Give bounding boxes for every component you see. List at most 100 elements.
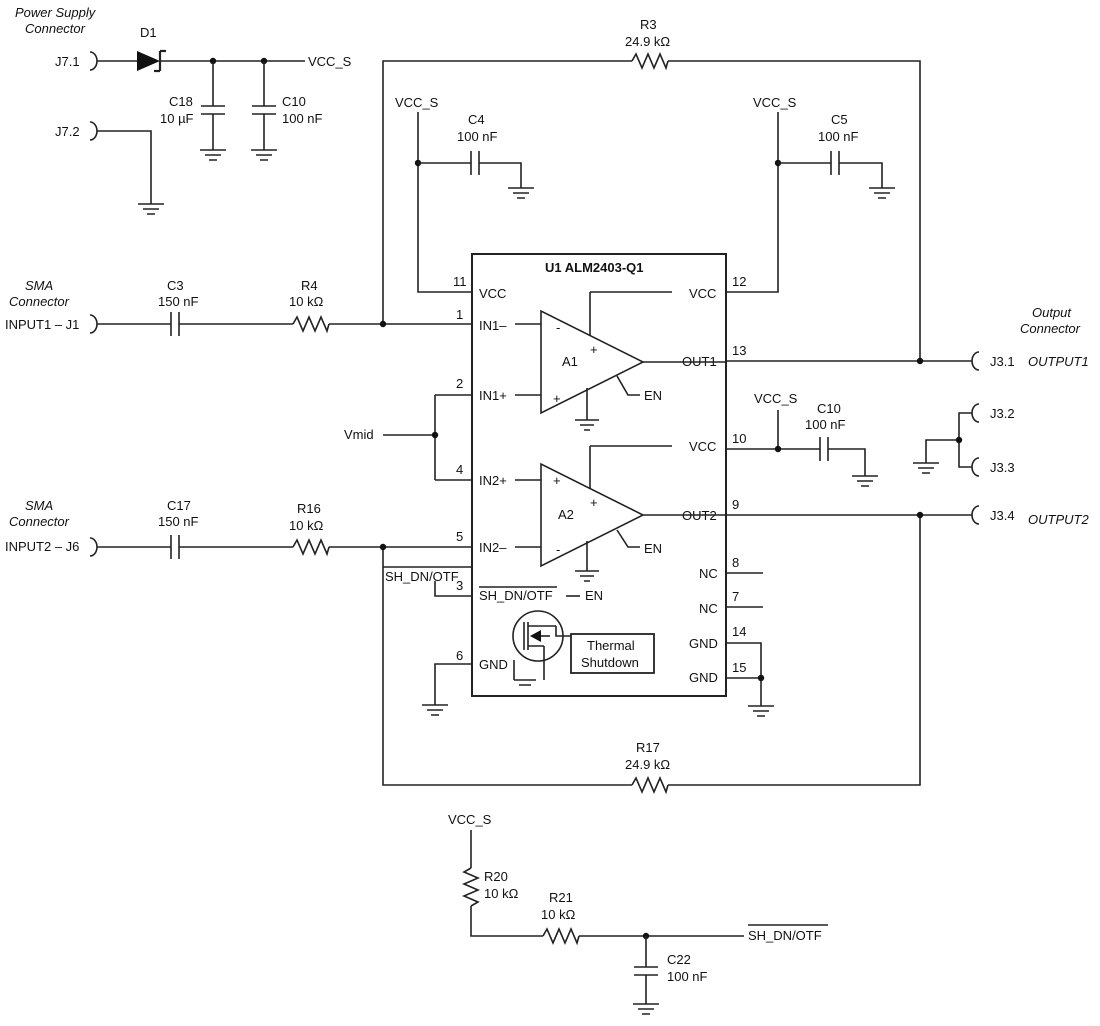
power-connector-title-2: Connector bbox=[25, 21, 86, 36]
j7-1-connector bbox=[89, 51, 98, 71]
c22-ref: C22 bbox=[667, 952, 691, 967]
input1-connector-title-2: Connector bbox=[9, 294, 70, 309]
a1-en-wire bbox=[616, 375, 640, 396]
r4-value: 10 kΩ bbox=[289, 294, 324, 309]
a2-supply-plus-sign: + bbox=[590, 495, 598, 510]
r17-wire-left bbox=[382, 547, 632, 786]
thermal-label-1: Thermal bbox=[587, 638, 635, 653]
nc-pin-wires bbox=[726, 572, 763, 608]
a1-vcc-wire bbox=[589, 291, 672, 336]
pin-number: 2 bbox=[456, 376, 463, 391]
vcc-s-net-label: VCC_S bbox=[395, 95, 439, 110]
pin-number: 4 bbox=[456, 462, 463, 477]
pin-number: 13 bbox=[732, 343, 746, 358]
c10-ref: C10 bbox=[817, 401, 841, 416]
ic-body bbox=[471, 253, 727, 697]
pin-name-gnd: GND bbox=[479, 657, 508, 672]
c18-value: 10 µF bbox=[160, 111, 194, 126]
ic-u1: U1 ALM2403-Q1 VCC IN1– IN1+ IN2+ IN2– SH… bbox=[453, 253, 746, 697]
pin-name-gnd: GND bbox=[689, 670, 718, 685]
power-connector-title-1: Power Supply bbox=[15, 5, 97, 20]
pin-number: 9 bbox=[732, 497, 739, 512]
r17-wire-right bbox=[668, 515, 921, 786]
c5-capacitor bbox=[778, 151, 883, 188]
a1-en-label: EN bbox=[644, 388, 662, 403]
pin-number: 6 bbox=[456, 648, 463, 663]
c4-ref: C4 bbox=[468, 112, 485, 127]
a2-vcc-wire bbox=[589, 445, 672, 489]
mosfet-arrow-icon bbox=[530, 630, 541, 642]
c10-value: 100 nF bbox=[282, 111, 323, 126]
r20-ref: R20 bbox=[484, 869, 508, 884]
input2-section: SMA Connector INPUT2 – J6 C17 150 nF R16… bbox=[5, 498, 472, 559]
output1-label: OUTPUT1 bbox=[1028, 354, 1089, 369]
r3-value: 24.9 kΩ bbox=[625, 34, 670, 49]
pin11-vcc-wire bbox=[417, 112, 472, 293]
pin-number: 7 bbox=[732, 589, 739, 604]
pin-name-nc: NC bbox=[699, 566, 718, 581]
output-connector-title-2: Connector bbox=[1020, 321, 1081, 336]
a1-label: A1 bbox=[562, 354, 578, 369]
ground-icon bbox=[852, 475, 878, 487]
j7-1-label: J7.1 bbox=[55, 54, 80, 69]
a1-supply-plus-sign: + bbox=[590, 342, 598, 357]
pin6-gnd-wire bbox=[434, 663, 472, 705]
pin-name-gnd: GND bbox=[689, 636, 718, 651]
j7-2-wire bbox=[97, 130, 152, 204]
j7-2-connector bbox=[89, 121, 98, 141]
r3-wire-left bbox=[382, 60, 632, 324]
decoupling-section: VCC_S C4 100 nF VCC_S C5 100 nF VCC_S C1… bbox=[395, 95, 895, 487]
a2-plus-sign: + bbox=[553, 473, 561, 488]
ground-icon bbox=[513, 660, 536, 686]
output-connector-section: Output Connector J3.1 OUTPUT1 J3.2 J3.3 … bbox=[913, 305, 1089, 527]
ground-icon bbox=[575, 570, 599, 582]
c3-ref: C3 bbox=[167, 278, 184, 293]
a2-label: A2 bbox=[558, 507, 574, 522]
ground-icon bbox=[913, 462, 939, 474]
r16-resistor bbox=[292, 537, 330, 557]
pin3-wire bbox=[434, 581, 472, 597]
input2-label: INPUT2 – J6 bbox=[5, 539, 79, 554]
ground-icon bbox=[869, 187, 895, 199]
j3-1-connector bbox=[971, 351, 980, 371]
junction-dot bbox=[379, 543, 387, 551]
output-connector-title-1: Output bbox=[1032, 305, 1072, 320]
ground-icon bbox=[633, 1003, 659, 1015]
r17-resistor bbox=[631, 775, 669, 795]
a2-en-wire bbox=[616, 529, 640, 548]
vmid-net-label: Vmid bbox=[344, 427, 374, 442]
c10-capacitor bbox=[252, 61, 276, 150]
pin-name-in2-plus: IN2+ bbox=[479, 473, 507, 488]
c22-value: 100 nF bbox=[667, 969, 708, 984]
ground-icon bbox=[138, 203, 164, 215]
feedback-network: R3 24.9 kΩ R17 24.9 kΩ bbox=[382, 17, 921, 795]
r20-value: 10 kΩ bbox=[484, 886, 519, 901]
j3-2-connector bbox=[971, 403, 980, 423]
thermal-label-2: Shutdown bbox=[581, 655, 639, 670]
pin-number: 11 bbox=[453, 274, 467, 289]
r16-value: 10 kΩ bbox=[289, 518, 324, 533]
r4-ref: R4 bbox=[301, 278, 318, 293]
input1-connector bbox=[89, 314, 98, 334]
junction-dot bbox=[916, 511, 924, 519]
c3-value: 150 nF bbox=[158, 294, 199, 309]
ground-icon bbox=[508, 187, 534, 199]
ic-left-wiring: SH_DN/OTF bbox=[383, 566, 472, 716]
vcc-s-net-label: VCC_S bbox=[753, 95, 797, 110]
pin-number: 15 bbox=[732, 660, 746, 675]
pin-name-in1-minus: IN1– bbox=[479, 318, 507, 333]
c5-value: 100 nF bbox=[818, 129, 859, 144]
pin10-vcc-wire bbox=[726, 410, 820, 450]
input2-connector bbox=[89, 537, 98, 557]
r20-resistor bbox=[461, 867, 481, 907]
j3-2-label: J3.2 bbox=[990, 406, 1015, 421]
pin-name-vcc: VCC bbox=[689, 439, 716, 454]
thermal-shutdown-block bbox=[570, 633, 655, 674]
j3-3-connector bbox=[971, 457, 980, 477]
junction-dot bbox=[757, 674, 765, 682]
c17-capacitor bbox=[97, 535, 293, 559]
a1-minus-sign: - bbox=[556, 320, 560, 335]
pin-name-nc: NC bbox=[699, 601, 718, 616]
input1-section: SMA Connector INPUT1 – J1 C3 150 nF R4 1… bbox=[5, 278, 472, 336]
input2-connector-title-1: SMA bbox=[25, 498, 53, 513]
